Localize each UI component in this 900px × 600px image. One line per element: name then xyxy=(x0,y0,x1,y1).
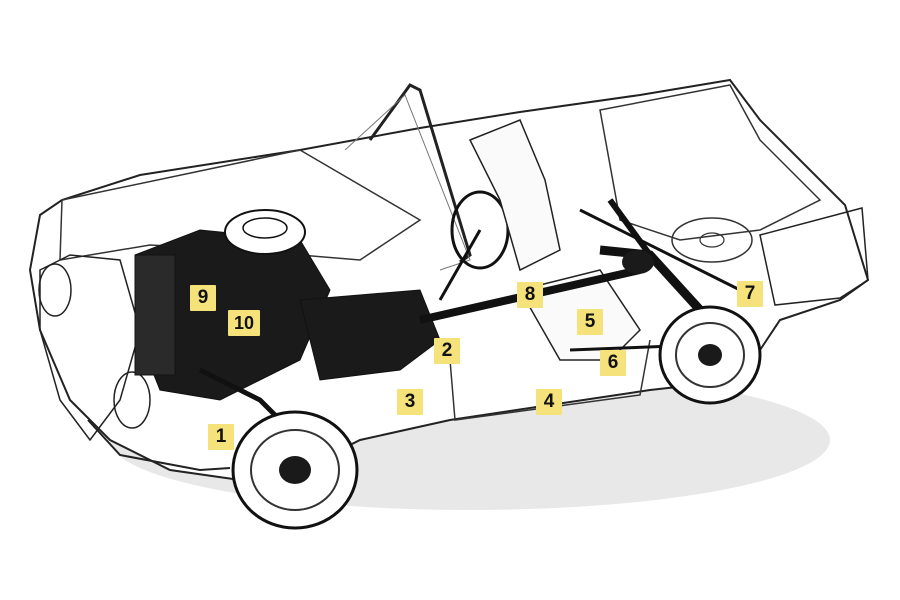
gearbox xyxy=(299,289,441,381)
windshield-glass xyxy=(344,94,471,271)
windshield-frame xyxy=(368,83,472,264)
callout-3: 3 xyxy=(397,389,423,415)
driver-seat xyxy=(468,119,561,272)
callout-6: 6 xyxy=(600,350,626,376)
callout-1: 1 xyxy=(208,424,234,450)
callout-10: 10 xyxy=(228,310,260,336)
front-wheel-rim xyxy=(250,429,340,511)
callout-7: 7 xyxy=(737,281,763,307)
radiator xyxy=(134,254,176,376)
spare-wheel xyxy=(671,217,753,263)
callout-4: 4 xyxy=(536,389,562,415)
rear-wheel-hub xyxy=(698,344,722,366)
callout-5: 5 xyxy=(577,309,603,335)
air-cleaner-top xyxy=(242,217,288,239)
differential xyxy=(622,250,654,274)
steering-column xyxy=(438,229,482,301)
rear-spring xyxy=(579,208,761,302)
callout-9: 9 xyxy=(190,285,216,311)
callout-8: 8 xyxy=(517,282,543,308)
front-bumper xyxy=(87,419,231,472)
rear-wheel-rim xyxy=(675,322,745,388)
callout-2: 2 xyxy=(434,338,460,364)
headlight-right xyxy=(113,371,151,429)
front-wheel-hub xyxy=(279,456,311,484)
spare-wheel-hub xyxy=(699,232,725,248)
front-fender xyxy=(39,254,141,442)
rear-fin xyxy=(759,207,869,306)
rear-axle-housing xyxy=(607,198,653,257)
headlight-left xyxy=(38,263,72,317)
air-cleaner xyxy=(224,209,306,255)
